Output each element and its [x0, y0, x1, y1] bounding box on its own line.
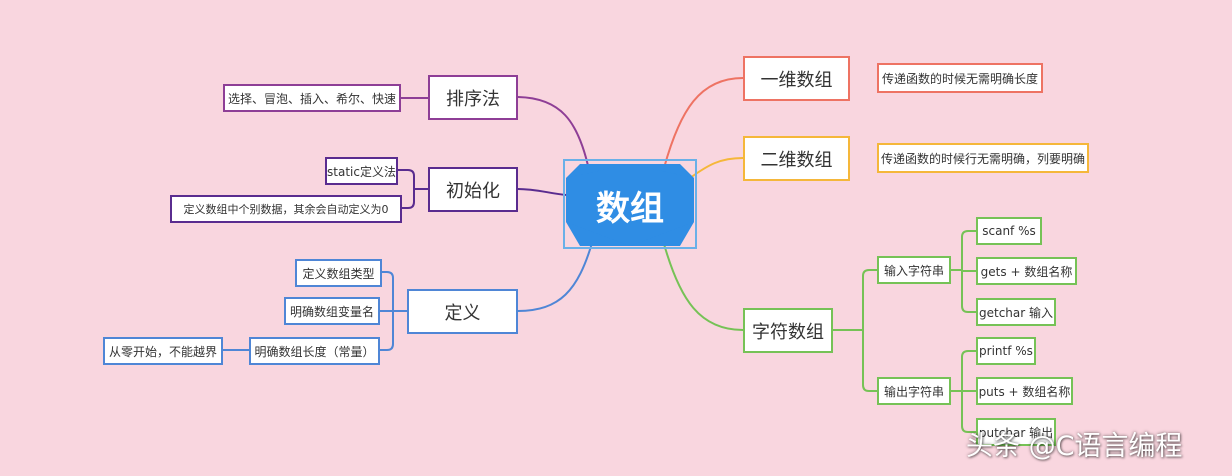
center-label: 数组 — [596, 188, 664, 229]
edge-chararray-io — [833, 269, 877, 392]
node-output-puts-label: puts + 数组名称 — [978, 384, 1071, 399]
node-init-partial-label: 定义数组中个别数据，其余会自动定义为0 — [183, 203, 389, 216]
node-input-string-label: 输入字符串 — [883, 263, 944, 278]
node-output-putchar-label: putchar 输出 — [978, 425, 1054, 440]
node-sort-methods-label: 选择、冒泡、插入、希尔、快速 — [227, 91, 396, 106]
node-define-name-label: 明确数组变量名 — [289, 304, 374, 319]
node-define-label: 定义 — [444, 302, 481, 324]
node-input-string[interactable]: 输入字符串 — [877, 256, 951, 284]
edge-input-items — [951, 230, 976, 313]
node-two-dim-label: 二维数组 — [760, 149, 833, 171]
node-define-bounds-label: 从零开始，不能越界 — [108, 344, 217, 359]
node-input-scanf[interactable]: scanf %s — [976, 217, 1042, 245]
node-init-static[interactable]: static定义法 — [325, 157, 398, 185]
node-input-getchar[interactable]: getchar 输入 — [976, 298, 1056, 326]
edge-center-define — [517, 242, 593, 312]
node-two-dim-note-label: 传递函数的时候行无需明确，列要明确 — [880, 151, 1085, 166]
node-init-partial[interactable]: 定义数组中个别数据，其余会自动定义为0 — [170, 195, 402, 223]
node-one-dim-label: 一维数组 — [760, 69, 833, 91]
center-node[interactable]: 数组 — [566, 164, 694, 246]
node-define-type-label: 定义数组类型 — [302, 266, 375, 281]
node-output-string-label: 输出字符串 — [883, 384, 944, 399]
node-output-string[interactable]: 输出字符串 — [877, 377, 951, 405]
edge-output-items — [951, 350, 976, 433]
node-output-putchar[interactable]: putchar 输出 — [976, 418, 1056, 446]
node-init[interactable]: 初始化 — [428, 167, 518, 212]
node-input-scanf-label: scanf %s — [982, 224, 1036, 238]
node-one-dim-note-label: 传递函数的时候无需明确长度 — [881, 71, 1038, 86]
node-init-static-label: static定义法 — [327, 164, 396, 179]
node-init-label: 初始化 — [446, 180, 500, 202]
edge-center-sort — [517, 96, 590, 171]
edge-center-init — [517, 188, 567, 196]
node-define-length-label: 明确数组长度（常量） — [254, 344, 375, 359]
node-output-printf-label: printf %s — [979, 344, 1033, 358]
node-define-type[interactable]: 定义数组类型 — [295, 259, 382, 287]
node-define-name[interactable]: 明确数组变量名 — [284, 297, 380, 325]
watermark: 头条 @C语言编程 — [966, 431, 1183, 462]
node-input-getchar-label: getchar 输入 — [978, 305, 1053, 320]
node-sort-label: 排序法 — [446, 88, 500, 110]
node-two-dim[interactable]: 二维数组 — [743, 136, 850, 181]
hexagon-shape — [566, 164, 694, 246]
node-input-gets-label: gets + 数组名称 — [980, 264, 1073, 279]
edge-center-twodim — [689, 157, 744, 179]
edge-define-children — [380, 271, 407, 351]
center-selection-frame — [563, 159, 697, 249]
node-sort-methods[interactable]: 选择、冒泡、插入、希尔、快速 — [223, 84, 401, 112]
node-output-printf[interactable]: printf %s — [976, 337, 1036, 365]
node-define-bounds[interactable]: 从零开始，不能越界 — [103, 337, 223, 365]
node-define[interactable]: 定义 — [407, 289, 518, 334]
edge-init-children — [397, 169, 428, 209]
edge-center-onedim — [663, 77, 744, 169]
node-char-array[interactable]: 字符数组 — [743, 308, 833, 353]
node-define-length[interactable]: 明确数组长度（常量） — [249, 337, 380, 365]
edge-center-chararray — [663, 243, 744, 331]
node-char-array-label: 字符数组 — [752, 321, 824, 343]
node-two-dim-note[interactable]: 传递函数的时候行无需明确，列要明确 — [877, 143, 1089, 173]
node-one-dim[interactable]: 一维数组 — [743, 56, 850, 101]
node-sort[interactable]: 排序法 — [428, 75, 518, 120]
node-one-dim-note[interactable]: 传递函数的时候无需明确长度 — [877, 63, 1043, 93]
node-input-gets[interactable]: gets + 数组名称 — [976, 257, 1077, 285]
node-output-puts[interactable]: puts + 数组名称 — [976, 377, 1073, 405]
